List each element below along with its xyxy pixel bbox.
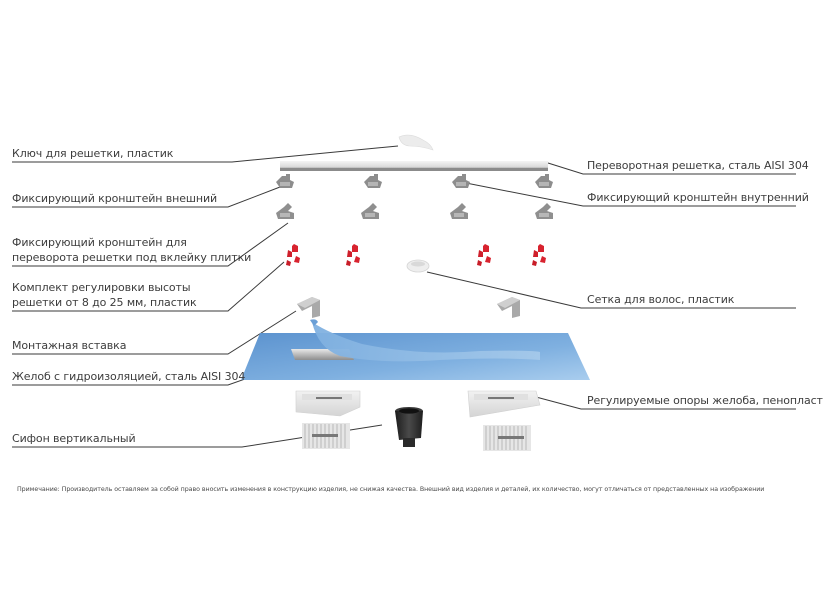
- disclaimer-note: Примечание: Производитель оставляем за с…: [17, 486, 765, 493]
- mounting-inserts: [297, 297, 520, 318]
- reversible-grate-part: [280, 161, 548, 171]
- foam-adjusters: [302, 423, 531, 451]
- label-channel-supports: Регулируемые опоры желоба, пенопласт: [587, 394, 823, 407]
- label-height-kit-line1: Комплект регулировки высоты: [12, 281, 191, 294]
- channel-part: [241, 319, 590, 380]
- label-siphon: Сифон вертикальный: [12, 432, 136, 445]
- label-mounting-insert: Монтажная вставка: [12, 339, 127, 352]
- leader-mounting-insert: [12, 310, 297, 355]
- leader-height-kit: [12, 261, 285, 312]
- label-height-kit-line2: решетки от 8 до 25 мм, пластик: [12, 296, 197, 309]
- leader-lines: [12, 145, 796, 448]
- label-grate-key: Ключ для решетки, пластик: [12, 147, 174, 160]
- leader-channel-supports: [535, 396, 796, 410]
- grate-key-part: [398, 134, 434, 151]
- leader-inner-bracket: [465, 182, 796, 207]
- leader-hair-strainer: [426, 271, 796, 309]
- outer-brackets: [276, 174, 553, 188]
- label-flip-bracket-line2: переворота решетки под вклейку плитки: [12, 251, 252, 264]
- leader-outer-bracket: [12, 186, 281, 208]
- label-hair-strainer: Сетка для волос, пластик: [587, 293, 735, 306]
- label-reversible-grate: Переворотная решетка, сталь AISI 304: [587, 159, 809, 172]
- label-flip-bracket-line1: Фиксирующий кронштейн для: [12, 236, 187, 249]
- siphon-part: [395, 407, 423, 447]
- leader-grate-key: [12, 145, 399, 163]
- leader-flip-bracket: [12, 222, 289, 267]
- label-outer-bracket: Фиксирующий кронштейн внешний: [12, 192, 218, 205]
- label-inner-bracket: Фиксирующий кронштейн внутренний: [587, 191, 809, 204]
- flip-brackets: [276, 203, 553, 219]
- channel-supports-part: [295, 390, 541, 418]
- hair-strainer-part: [406, 259, 430, 273]
- leader-reversible-grate: [547, 162, 796, 175]
- label-channel: Желоб с гидроизоляцией, сталь AISI 304: [12, 370, 246, 383]
